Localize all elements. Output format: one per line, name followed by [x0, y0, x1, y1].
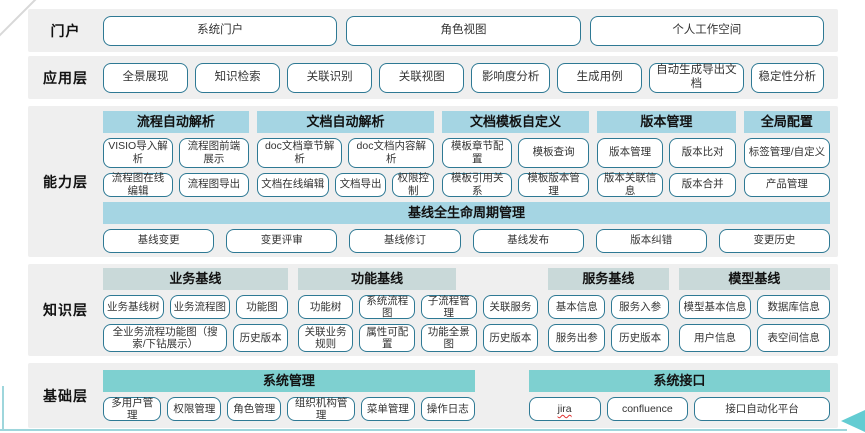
cap-box: 模板章节配置	[442, 137, 513, 168]
cap-box: 流程图在线编辑	[103, 172, 173, 197]
knowledge-box: 关联服务	[482, 295, 539, 319]
cap-box: 流程图导出	[178, 172, 249, 197]
baseline-box: 基线变更	[103, 228, 215, 253]
base-box: 权限管理	[167, 397, 222, 421]
base-group-header: 系统管理	[103, 370, 475, 392]
portal-box-system-portal: 系统门户	[103, 15, 338, 46]
base-box: 接口自动化平台	[694, 397, 830, 421]
app-box: 知识检索	[195, 62, 281, 93]
baseline-box: 基线修订	[349, 228, 461, 253]
layer-label-base: 基础层	[43, 387, 88, 404]
app-box: 全景展现	[103, 62, 189, 93]
knowledge-box: 历史版本	[233, 324, 288, 352]
left-arrow-icon	[841, 410, 865, 432]
cap-box: 产品管理	[743, 172, 830, 197]
jira-box: jira	[528, 397, 601, 421]
portal-box-personal-workspace: 个人工作空间	[589, 15, 824, 46]
knowledge-box: 全业务流程功能图（搜索/下钻展示）	[103, 324, 228, 352]
knowledge-box: 业务流程图	[169, 295, 231, 319]
knowledge-box: 服务入参	[611, 295, 669, 319]
base-box: 角色管理	[227, 397, 282, 421]
layer-band-application: 应用层 全景展现 知识检索 关联识别 关联视图 影响度分析 生成用例 自动生成导…	[28, 56, 838, 99]
base-box: 组织机构管理	[287, 397, 355, 421]
cap-box: doc文档内容解析	[348, 137, 435, 168]
portal-box-role-view: 角色视图	[346, 15, 581, 46]
cap-group-header: 版本管理	[596, 110, 736, 133]
cap-group-header: 全局配置	[743, 110, 830, 133]
cap-box: 流程图前端展示	[178, 137, 249, 168]
knowledge-box: 功能全景图	[421, 324, 477, 352]
cap-group-header: 流程自动解析	[103, 110, 249, 133]
cap-box: 权限控制	[392, 172, 435, 197]
baseline-box: 变更历史	[718, 228, 831, 253]
knowledge-group-header: 业务基线	[103, 268, 288, 290]
base-box: 菜单管理	[360, 397, 415, 421]
baseline-lifecycle-header: 基线全生命周期管理	[103, 201, 830, 224]
knowledge-box: 表空间信息	[757, 324, 831, 352]
layer-band-capability: 能力层 流程自动解析 VISIO导入解析 流程图前端展示 流程图在线编辑 流程图…	[28, 106, 838, 257]
app-box: 稳定性分析	[750, 62, 825, 93]
cap-box: 文档导出	[334, 172, 387, 197]
cap-box: 版本关联信息	[596, 172, 664, 197]
knowledge-box: 业务基线树	[103, 295, 164, 319]
cap-box: 模板查询	[518, 137, 589, 168]
app-box: 关联视图	[379, 62, 465, 93]
baseline-box: 变更评审	[226, 228, 338, 253]
app-box: 自动生成导出文档	[649, 62, 744, 93]
knowledge-box: 数据库信息	[757, 295, 831, 319]
cap-box: doc文档章节解析	[256, 137, 343, 168]
knowledge-box: 历史版本	[611, 324, 669, 352]
app-box: 影响度分析	[471, 62, 551, 93]
baseline-box: 版本纠错	[595, 228, 707, 253]
knowledge-box: 服务出参	[548, 324, 606, 352]
knowledge-box: 模型基本信息	[678, 295, 752, 319]
page-border-bottom-line	[0, 429, 847, 431]
knowledge-group-header: 模型基线	[678, 268, 830, 290]
knowledge-group-header: 服务基线	[548, 268, 669, 290]
cap-box: VISIO导入解析	[103, 137, 173, 168]
knowledge-box: 属性可配置	[359, 324, 415, 352]
base-group-header: 系统接口	[528, 370, 830, 392]
cap-box: 版本比对	[669, 137, 736, 168]
layer-band-portal: 门户 系统门户 角色视图 个人工作空间	[28, 9, 838, 52]
base-box: 多用户管理	[103, 397, 162, 421]
knowledge-box: 系统流程图	[359, 295, 415, 319]
baseline-box: 基线发布	[472, 228, 584, 253]
knowledge-box: 子流程管理	[421, 295, 477, 319]
cap-box: 模板版本管理	[518, 172, 589, 197]
cap-box: 标签管理/自定义	[743, 137, 830, 168]
jira-label: jira	[557, 402, 572, 415]
cap-group-header: 文档自动解析	[256, 110, 435, 133]
knowledge-box: 关联业务规则	[297, 324, 354, 352]
layer-band-knowledge: 知识层 业务基线 业务基线树 业务流程图 功能图 全业务流程功能图（搜索/下钻展…	[28, 264, 838, 356]
cap-group-header: 文档模板自定义	[442, 110, 589, 133]
knowledge-group-header: 功能基线	[297, 268, 457, 290]
base-box: 操作日志	[420, 397, 475, 421]
confluence-box: confluence	[606, 397, 689, 421]
layer-label-knowledge: 知识层	[43, 302, 88, 318]
layer-band-base: 基础层 系统管理 多用户管理 权限管理 角色管理 组织机构管理 菜单管理 操作日…	[28, 363, 838, 428]
knowledge-box: 功能图	[236, 295, 288, 319]
page-border-left-line	[2, 386, 4, 431]
layer-label-portal: 门户	[50, 22, 81, 39]
knowledge-box: 用户信息	[678, 324, 752, 352]
cap-box: 文档在线编辑	[256, 172, 329, 197]
app-box: 关联识别	[287, 62, 373, 93]
knowledge-box: 功能树	[297, 295, 354, 319]
app-box: 生成用例	[557, 62, 643, 93]
knowledge-box: 历史版本	[482, 324, 539, 352]
knowledge-box: 基本信息	[548, 295, 606, 319]
cap-box: 模板引用关系	[442, 172, 513, 197]
layer-label-capability: 能力层	[43, 173, 88, 190]
cap-box: 版本合并	[669, 172, 736, 197]
cap-box: 版本管理	[596, 137, 664, 168]
layer-label-application: 应用层	[43, 69, 88, 86]
